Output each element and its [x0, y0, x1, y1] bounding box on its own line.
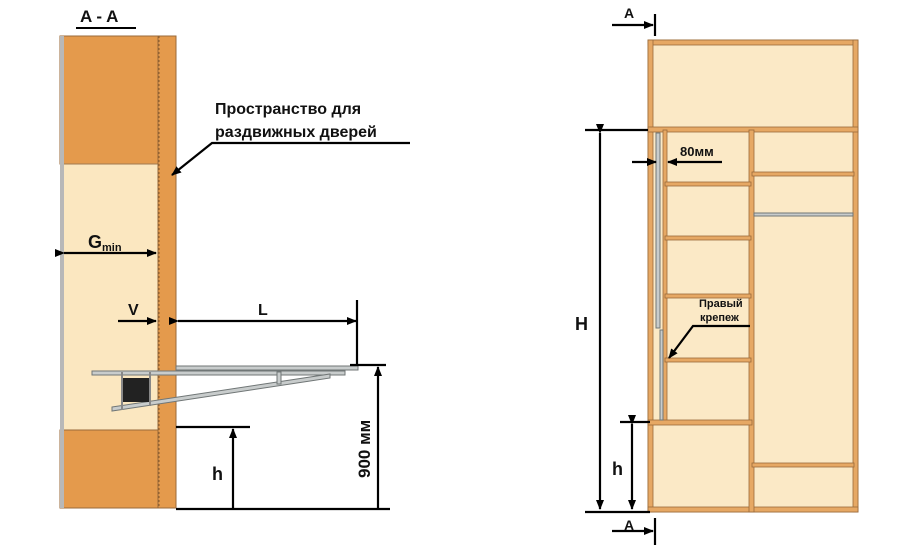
H-label: H: [575, 314, 588, 334]
mount-label-line1: Правый: [699, 298, 743, 310]
mount-rail: [659, 329, 664, 421]
v-label: V: [128, 302, 139, 319]
ironing-board: [91, 365, 359, 412]
cabinet-bottom-panel: [59, 429, 161, 509]
section-view-a-a: A - A Пространство для раздвижных дверей…: [55, 7, 410, 511]
h-label-right: h: [612, 459, 623, 479]
front-view: A A 80мм Правый крепеж H h: [575, 5, 859, 545]
width-80mm-label: 80мм: [680, 144, 714, 159]
height-900-label: 900 мм: [355, 420, 374, 478]
section-marker-bottom: A: [624, 517, 634, 533]
section-label: A - A: [80, 7, 118, 26]
space-leader-arrow: [171, 141, 410, 176]
l-label: L: [258, 302, 268, 319]
section-marker-top: A: [624, 5, 634, 21]
cabinet-top-panel: [59, 35, 161, 165]
ironing-board-folded: [655, 132, 661, 329]
space-label-line2: раздвижных дверей: [215, 124, 377, 141]
hanging-rod: [753, 212, 854, 217]
mount-leader-arrow: [668, 324, 750, 359]
mount-label-line2: крепеж: [700, 312, 739, 324]
gmin-label: Gmin: [88, 232, 122, 254]
h-label-left: h: [212, 464, 223, 484]
sliding-door-space: [157, 35, 177, 509]
space-label-line1: Пространство для: [215, 101, 361, 118]
